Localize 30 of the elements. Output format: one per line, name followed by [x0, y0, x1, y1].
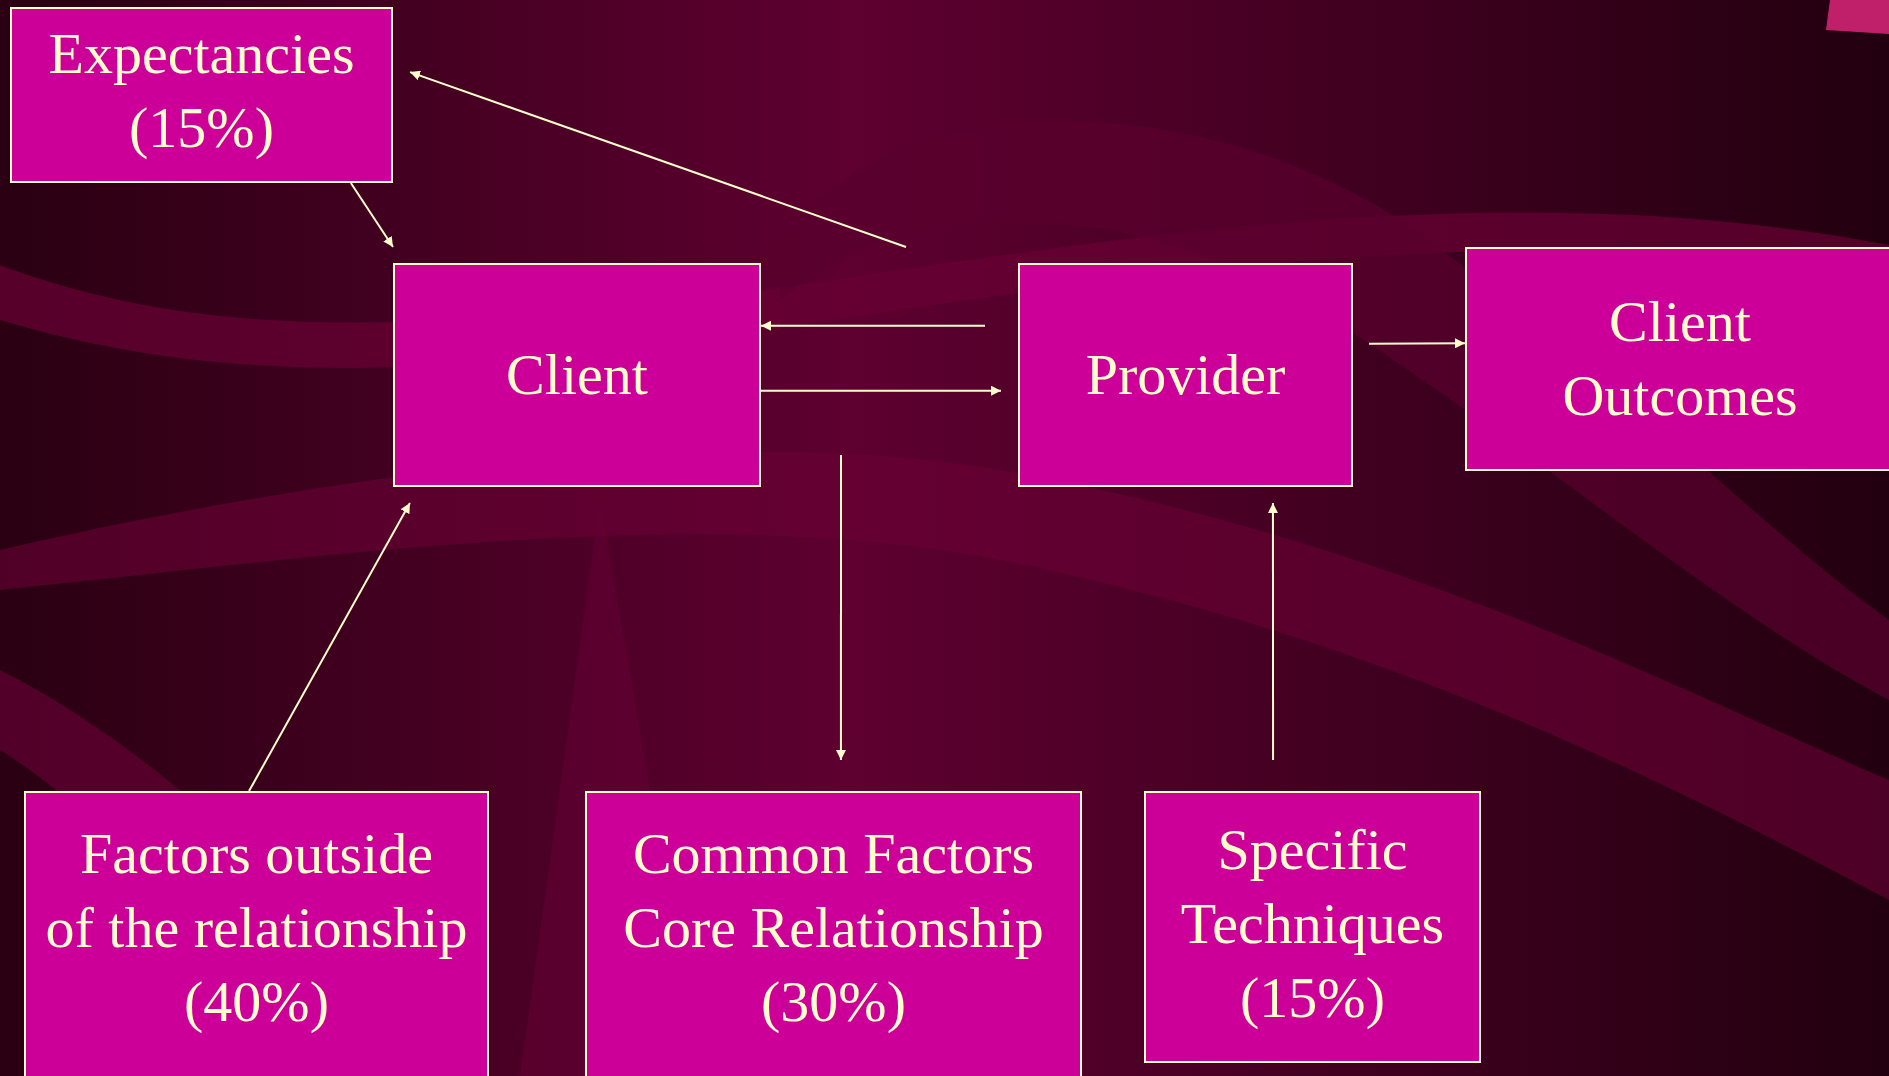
box-text: Provider — [1085, 341, 1286, 409]
arrow — [1267, 502, 1278, 761]
factor-box — [24, 791, 489, 1076]
box-text: Expectancies — [48, 20, 355, 88]
factor-box — [585, 791, 1082, 1076]
factor-box — [1144, 791, 1481, 1063]
factor-box — [393, 263, 761, 487]
box-text: (30%) — [761, 968, 906, 1036]
factor-box — [10, 7, 393, 183]
arrow — [248, 502, 411, 792]
arrow — [760, 320, 986, 331]
box-text: Core Relationship — [623, 894, 1044, 962]
box-text: Outcomes — [1562, 362, 1798, 430]
box-text: (40%) — [184, 968, 329, 1036]
box-text: Client — [506, 341, 648, 409]
factor-box — [1018, 263, 1353, 487]
box-text: Common Factors — [632, 820, 1035, 888]
box-text: (15%) — [1240, 964, 1385, 1032]
arrow — [1368, 338, 1466, 349]
box-text: Specific — [1217, 816, 1408, 884]
box-text: (15%) — [129, 94, 274, 162]
arrow — [409, 70, 907, 248]
arrow — [760, 385, 1002, 396]
box-text: Client — [1609, 288, 1751, 356]
arrow — [349, 182, 394, 248]
box-text: Factors outside — [80, 820, 433, 888]
arrow — [835, 454, 846, 761]
factor-box — [1465, 247, 1889, 471]
box-text: of the relationship — [45, 894, 468, 962]
box-text: Techniques — [1180, 890, 1445, 958]
